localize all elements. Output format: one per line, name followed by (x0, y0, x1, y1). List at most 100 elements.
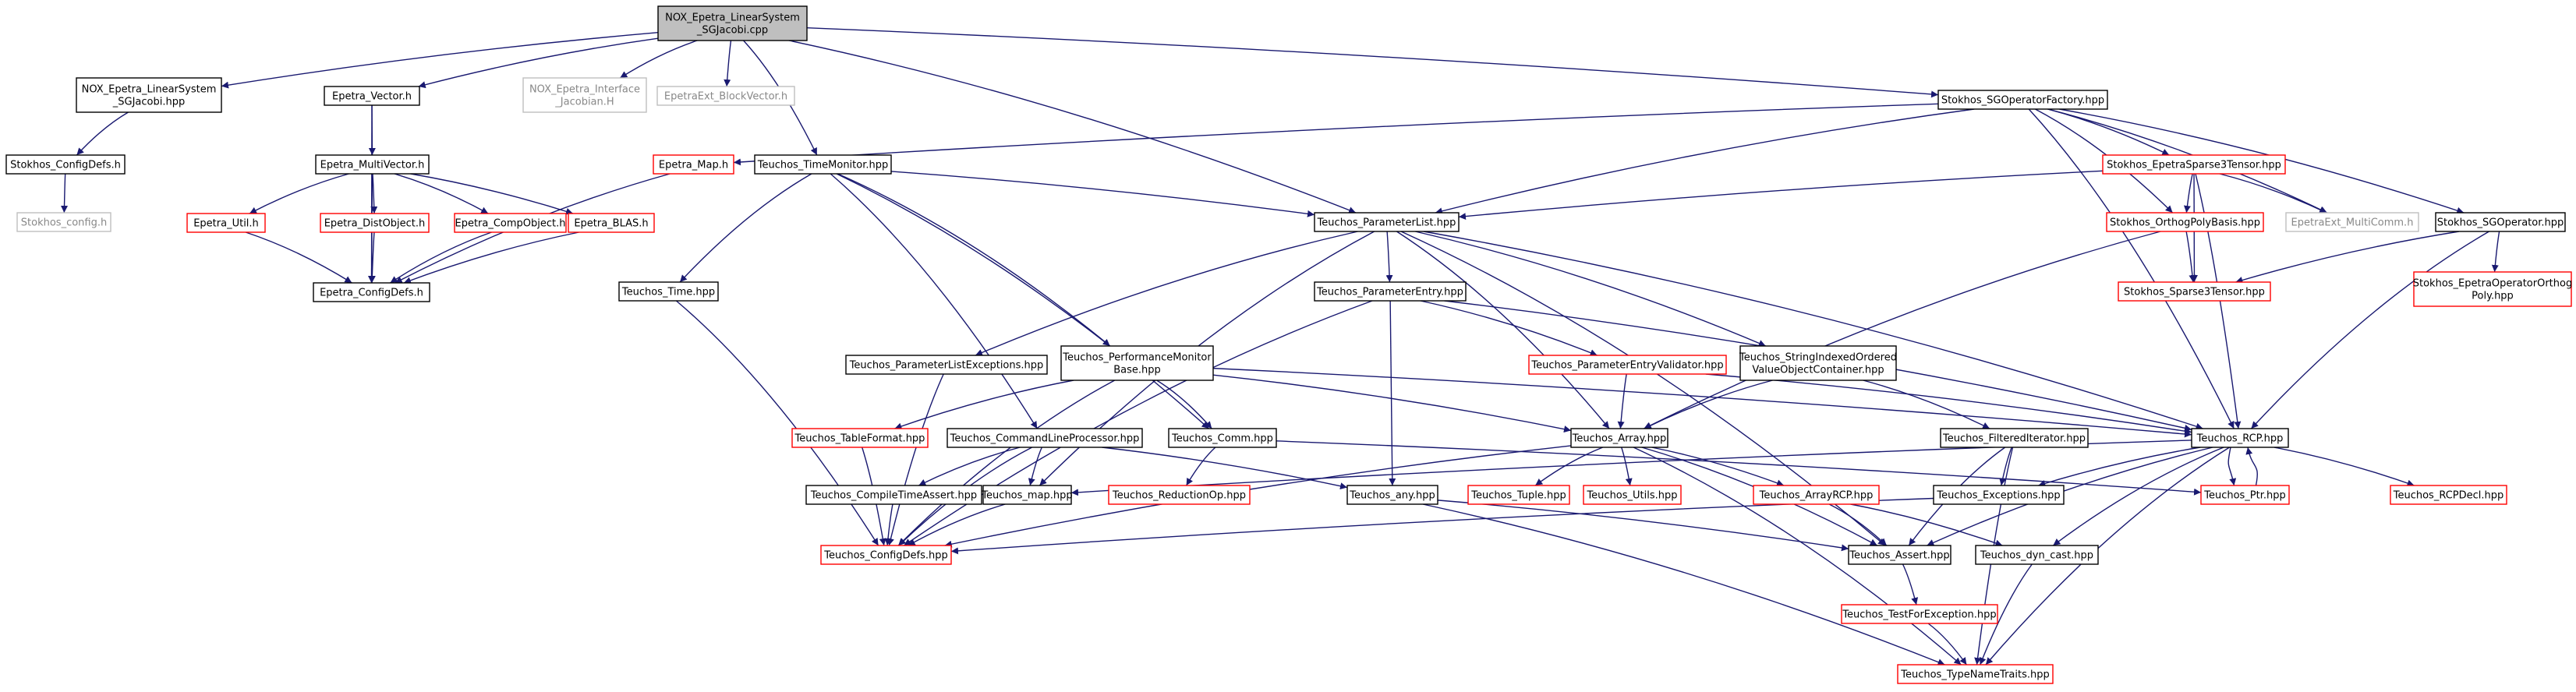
node-teuchos-exceptions-hpp[interactable]: Teuchos_Exceptions.hpp (1933, 485, 2065, 505)
edge-tcomm-to-tptr (1276, 440, 2202, 496)
node-nox-epetra-interface-jacobian-h[interactable]: NOX_Epetra_Interface_Jacobian.H (522, 77, 647, 113)
node-epetra-distobject-h[interactable]: Epetra_DistObject.h (320, 213, 430, 233)
node-stokhos-configdefs-h[interactable]: Stokhos_ConfigDefs.h (5, 154, 126, 175)
edge-eblas-to-ecfg (403, 231, 579, 284)
node-teuchos-testforexception-hpp[interactable]: Teuchos_TestForException.hpp (1841, 604, 1998, 624)
node-teuchos-ptr-hpp[interactable]: Teuchos_Ptr.hpp (2200, 485, 2290, 505)
node-label: Teuchos_TimeMonitor.hpp (757, 160, 889, 171)
node-epetraext-multicomm-h[interactable]: EpetraExt_MultiComm.h (2285, 212, 2419, 232)
node-stokhos-epetrasparse3tensor-hpp[interactable]: Stokhos_EpetraSparse3Tensor.hpp (2102, 154, 2286, 175)
node-teuchos-parameterlistexceptions-hpp[interactable]: Teuchos_ParameterListExceptions.hpp (845, 355, 1048, 375)
node-stokhos-config-h[interactable]: Stokhos_config.h (16, 212, 111, 232)
node-label: Teuchos_StringIndexedOrdered (1739, 352, 1897, 364)
nodes-layer: NOX_Epetra_LinearSystem_SGJacobi.cppNOX_… (5, 5, 2572, 684)
node-stokhos-sgoperator-hpp[interactable]: Stokhos_SGOperator.hpp (2435, 212, 2566, 232)
edge-pm-to-tf (894, 380, 1074, 430)
node-teuchos-comm-hpp[interactable]: Teuchos_Comm.hpp (1168, 428, 1277, 448)
edge-emv-to-eutil (249, 173, 349, 214)
node-label: _SGJacobi.cpp (696, 25, 768, 37)
node-box (1314, 212, 1460, 232)
node-teuchos-configdefs-hpp[interactable]: Teuchos_ConfigDefs.hpp (820, 545, 952, 565)
node-teuchos-parameterentry-hpp[interactable]: Teuchos_ParameterEntry.hpp (1314, 281, 1467, 302)
edge-clp-to-cta (918, 447, 1021, 486)
node-box (791, 428, 929, 448)
node-teuchos-map-hpp[interactable]: Teuchos_map.hpp (981, 485, 1073, 505)
node-label: EpetraExt_BlockVector.h (664, 91, 787, 103)
edge-ple-to-tcfg (887, 373, 944, 546)
edge-pev-to-rcp (1705, 373, 2192, 435)
node-teuchos-array-hpp[interactable]: Teuchos_Array.hpp (1570, 428, 1668, 448)
node-epetra-util-h[interactable]: Epetra_Util.h (186, 213, 266, 233)
edge-tm-to-plist (890, 171, 1315, 217)
edge-pe-to-tany (1389, 300, 1396, 486)
edge-tmap-to-tcfg (908, 503, 1006, 546)
node-epetraext-blockvector-h[interactable]: EpetraExt_BlockVector.h (656, 86, 795, 106)
node-label: Stokhos_SGOperator.hpp (2437, 217, 2564, 229)
edge-tm-to-tcomm (836, 173, 1209, 429)
node-teuchos-stringindexedorderedvalueobjectcontainer-hpp[interactable]: Teuchos_StringIndexedOrderedValueObjectC… (1739, 345, 1897, 381)
node-label: EpetraExt_MultiComm.h (2291, 217, 2414, 229)
node-label: Teuchos_Ptr.hpp (2203, 490, 2286, 502)
edge-pm-to-tcomm (1156, 380, 1212, 429)
node-epetra-configdefs-h[interactable]: Epetra_ConfigDefs.h (313, 282, 430, 302)
node-teuchos-tableformat-hpp[interactable]: Teuchos_TableFormat.hpp (791, 428, 929, 448)
node-teuchos-parameterentryvalidator-hpp[interactable]: Teuchos_ParameterEntryValidator.hpp (1528, 355, 1727, 375)
edge-cfgdefs-to-scfg (61, 173, 69, 214)
edge-rcp-to-dyn (2052, 447, 2224, 546)
node-box (1168, 428, 1277, 448)
node-nox-epetra-linearsystem-sgjacobi-cpp[interactable]: NOX_Epetra_LinearSystem_SGJacobi.cpp (657, 5, 808, 41)
node-teuchos-tuple-hpp[interactable]: Teuchos_Tuple.hpp (1467, 485, 1570, 505)
node-teuchos-reductionop-hpp[interactable]: Teuchos_ReductionOp.hpp (1108, 485, 1251, 505)
node-epetra-map-h[interactable]: Epetra_Map.h (653, 154, 734, 175)
node-teuchos-dyn-cast-hpp[interactable]: Teuchos_dyn_cast.hpp (1975, 545, 2099, 565)
node-box (1848, 545, 1951, 565)
node-teuchos-any-hpp[interactable]: Teuchos_any.hpp (1346, 485, 1438, 505)
edge-tptr-to-rcp (2245, 447, 2258, 486)
node-teuchos-compiletimeassert-hpp[interactable]: Teuchos_CompileTimeAssert.hpp (805, 485, 982, 505)
node-nox-epetra-linearsystem-sgjacobi-hpp[interactable]: NOX_Epetra_LinearSystem_SGJacobi.hpp (76, 77, 222, 113)
node-teuchos-rcpdecl-hpp[interactable]: Teuchos_RCPDecl.hpp (2390, 485, 2507, 505)
edge-sio-to-fi (1863, 380, 1990, 429)
edge-dyn-to-tnt (1979, 563, 2033, 666)
edge-sgof-to-opb (2035, 108, 2174, 214)
node-label: _SGJacobi.hpp (112, 97, 185, 108)
edge-pe-to-pev (1420, 300, 1598, 356)
node-teuchos-filterediterator-hpp[interactable]: Teuchos_FilteredIterator.hpp (1940, 428, 2089, 448)
node-epetra-multivector-h[interactable]: Epetra_MultiVector.h (315, 154, 430, 175)
node-teuchos-parameterlist-hpp[interactable]: Teuchos_ParameterList.hpp (1314, 212, 1460, 232)
node-stokhos-sparse3tensor-hpp[interactable]: Stokhos_Sparse3Tensor.hpp (2118, 281, 2271, 302)
node-label: Epetra_Map.h (659, 160, 728, 171)
node-teuchos-utils-hpp[interactable]: Teuchos_Utils.hpp (1583, 485, 1682, 505)
node-box (1975, 545, 2099, 565)
node-teuchos-assert-hpp[interactable]: Teuchos_Assert.hpp (1848, 545, 1951, 565)
edge-arcp-to-tassert (1828, 503, 1888, 546)
node-teuchos-arrayrcp-hpp[interactable]: Teuchos_ArrayRCP.hpp (1753, 485, 1880, 505)
edge-opb-to-s3t (2185, 231, 2196, 283)
node-teuchos-typenametraits-hpp[interactable]: Teuchos_TypeNameTraits.hpp (1897, 664, 2054, 684)
node-epetra-vector-h[interactable]: Epetra_Vector.h (324, 86, 420, 106)
node-label: Teuchos_TypeNameTraits.hpp (1900, 669, 2050, 681)
node-box (2200, 485, 2290, 505)
node-epetra-compobject-h[interactable]: Epetra_CompObject.h (454, 213, 567, 233)
node-epetra-blas-h[interactable]: Epetra_BLAS.h (568, 213, 655, 233)
node-teuchos-timemonitor-hpp[interactable]: Teuchos_TimeMonitor.hpp (754, 154, 892, 175)
node-stokhos-sgoperatorfactory-hpp[interactable]: Stokhos_SGOperatorFactory.hpp (1937, 90, 2108, 110)
node-teuchos-rcp-hpp[interactable]: Teuchos_RCP.hpp (2191, 428, 2289, 448)
node-label: Teuchos_RCP.hpp (2196, 433, 2284, 445)
edge-arr-to-tutil (1621, 447, 1633, 486)
edge-eps3-to-emc (2219, 173, 2327, 214)
edge-eps3-to-opb (2183, 173, 2193, 214)
node-label: ValueObjectContainer.hpp (1752, 365, 1884, 376)
edge-eps3-to-plist (1458, 170, 2104, 221)
node-teuchos-commandlineprocessor-hpp[interactable]: Teuchos_CommandLineProcessor.hpp (947, 428, 1143, 448)
edges-layer (61, 26, 2500, 666)
edge-emv-to-eco (394, 173, 489, 214)
node-teuchos-time-hpp[interactable]: Teuchos_Time.hpp (618, 281, 719, 302)
node-label: Teuchos_Tuple.hpp (1470, 490, 1566, 502)
node-box (1940, 428, 2089, 448)
node-stokhos-orthogpolybasis-hpp[interactable]: Stokhos_OrthogPolyBasis.hpp (2106, 212, 2264, 232)
node-box (186, 213, 266, 233)
